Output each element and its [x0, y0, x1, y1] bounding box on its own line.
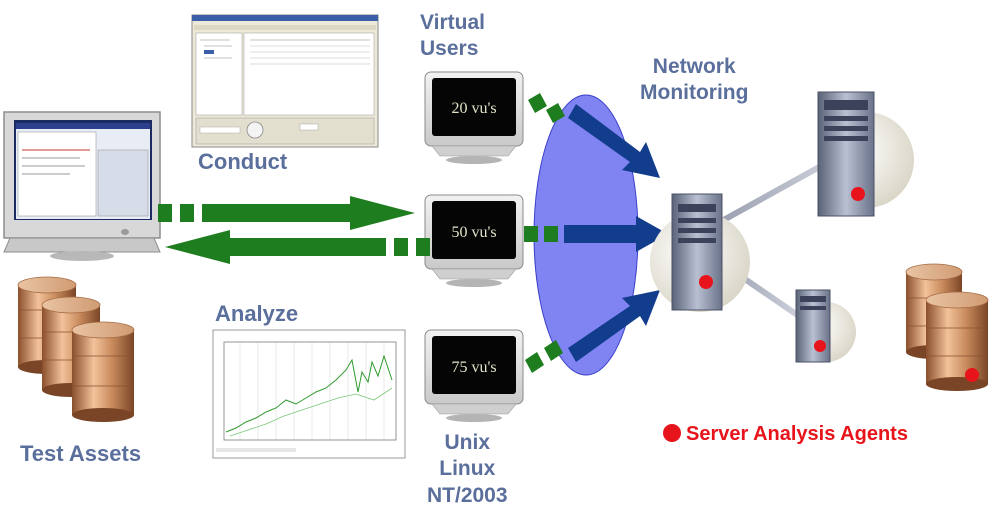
agent-dot-database — [965, 368, 979, 382]
lower-server-icon — [795, 289, 856, 363]
network-line2: Monitoring — [640, 81, 749, 105]
virtual-users-label: Virtual Users — [420, 10, 485, 63]
agent-legend-dot — [663, 424, 681, 442]
network-traffic-arrows — [564, 104, 668, 362]
main-server-icon — [650, 193, 750, 312]
network-monitoring-label: Network Monitoring — [640, 54, 748, 107]
vu-count-50-label: 50 vu's — [451, 224, 496, 241]
upper-server-icon — [817, 91, 914, 217]
vu-count-20-label: 20 vu's — [451, 100, 496, 117]
os-nt2003: NT/2003 — [427, 483, 508, 507]
network-line1: Network — [652, 55, 736, 78]
os-unix: Unix — [444, 431, 491, 454]
test-assets-database-icon — [17, 276, 135, 422]
virtual-users-line1: Virtual — [420, 11, 485, 34]
virtual-user-monitor-20: 20 vu's — [424, 71, 524, 164]
agent-dot-main-server — [699, 275, 713, 289]
os-linux: Linux — [439, 457, 496, 481]
controller-to-vu-arrow — [158, 196, 415, 230]
virtual-user-monitor-75: 75 vu's — [424, 329, 524, 422]
virtual-users-line2: Users — [420, 37, 479, 61]
vu-traffic-dashes — [524, 93, 565, 373]
agent-dot-lower-server — [814, 340, 826, 352]
controller-workstation-icon — [3, 111, 161, 261]
server-analysis-agents-label: Server Analysis Agents — [686, 423, 908, 445]
conduct-screenshot-window — [191, 14, 379, 148]
vu-to-controller-arrow — [165, 230, 430, 264]
vu-count-75-label: 75 vu's — [451, 359, 496, 376]
analyze-chart-screenshot — [212, 329, 406, 459]
virtual-user-monitor-50: 50 vu's — [424, 194, 524, 287]
agent-dot-upper-server — [851, 187, 865, 201]
conduct-label: Conduct — [198, 149, 288, 174]
operating-systems-label: Unix Linux NT/2003 — [427, 430, 508, 509]
analyze-label: Analyze — [215, 301, 299, 326]
server-database-icon — [905, 263, 989, 391]
test-assets-label: Test Assets — [20, 441, 142, 466]
